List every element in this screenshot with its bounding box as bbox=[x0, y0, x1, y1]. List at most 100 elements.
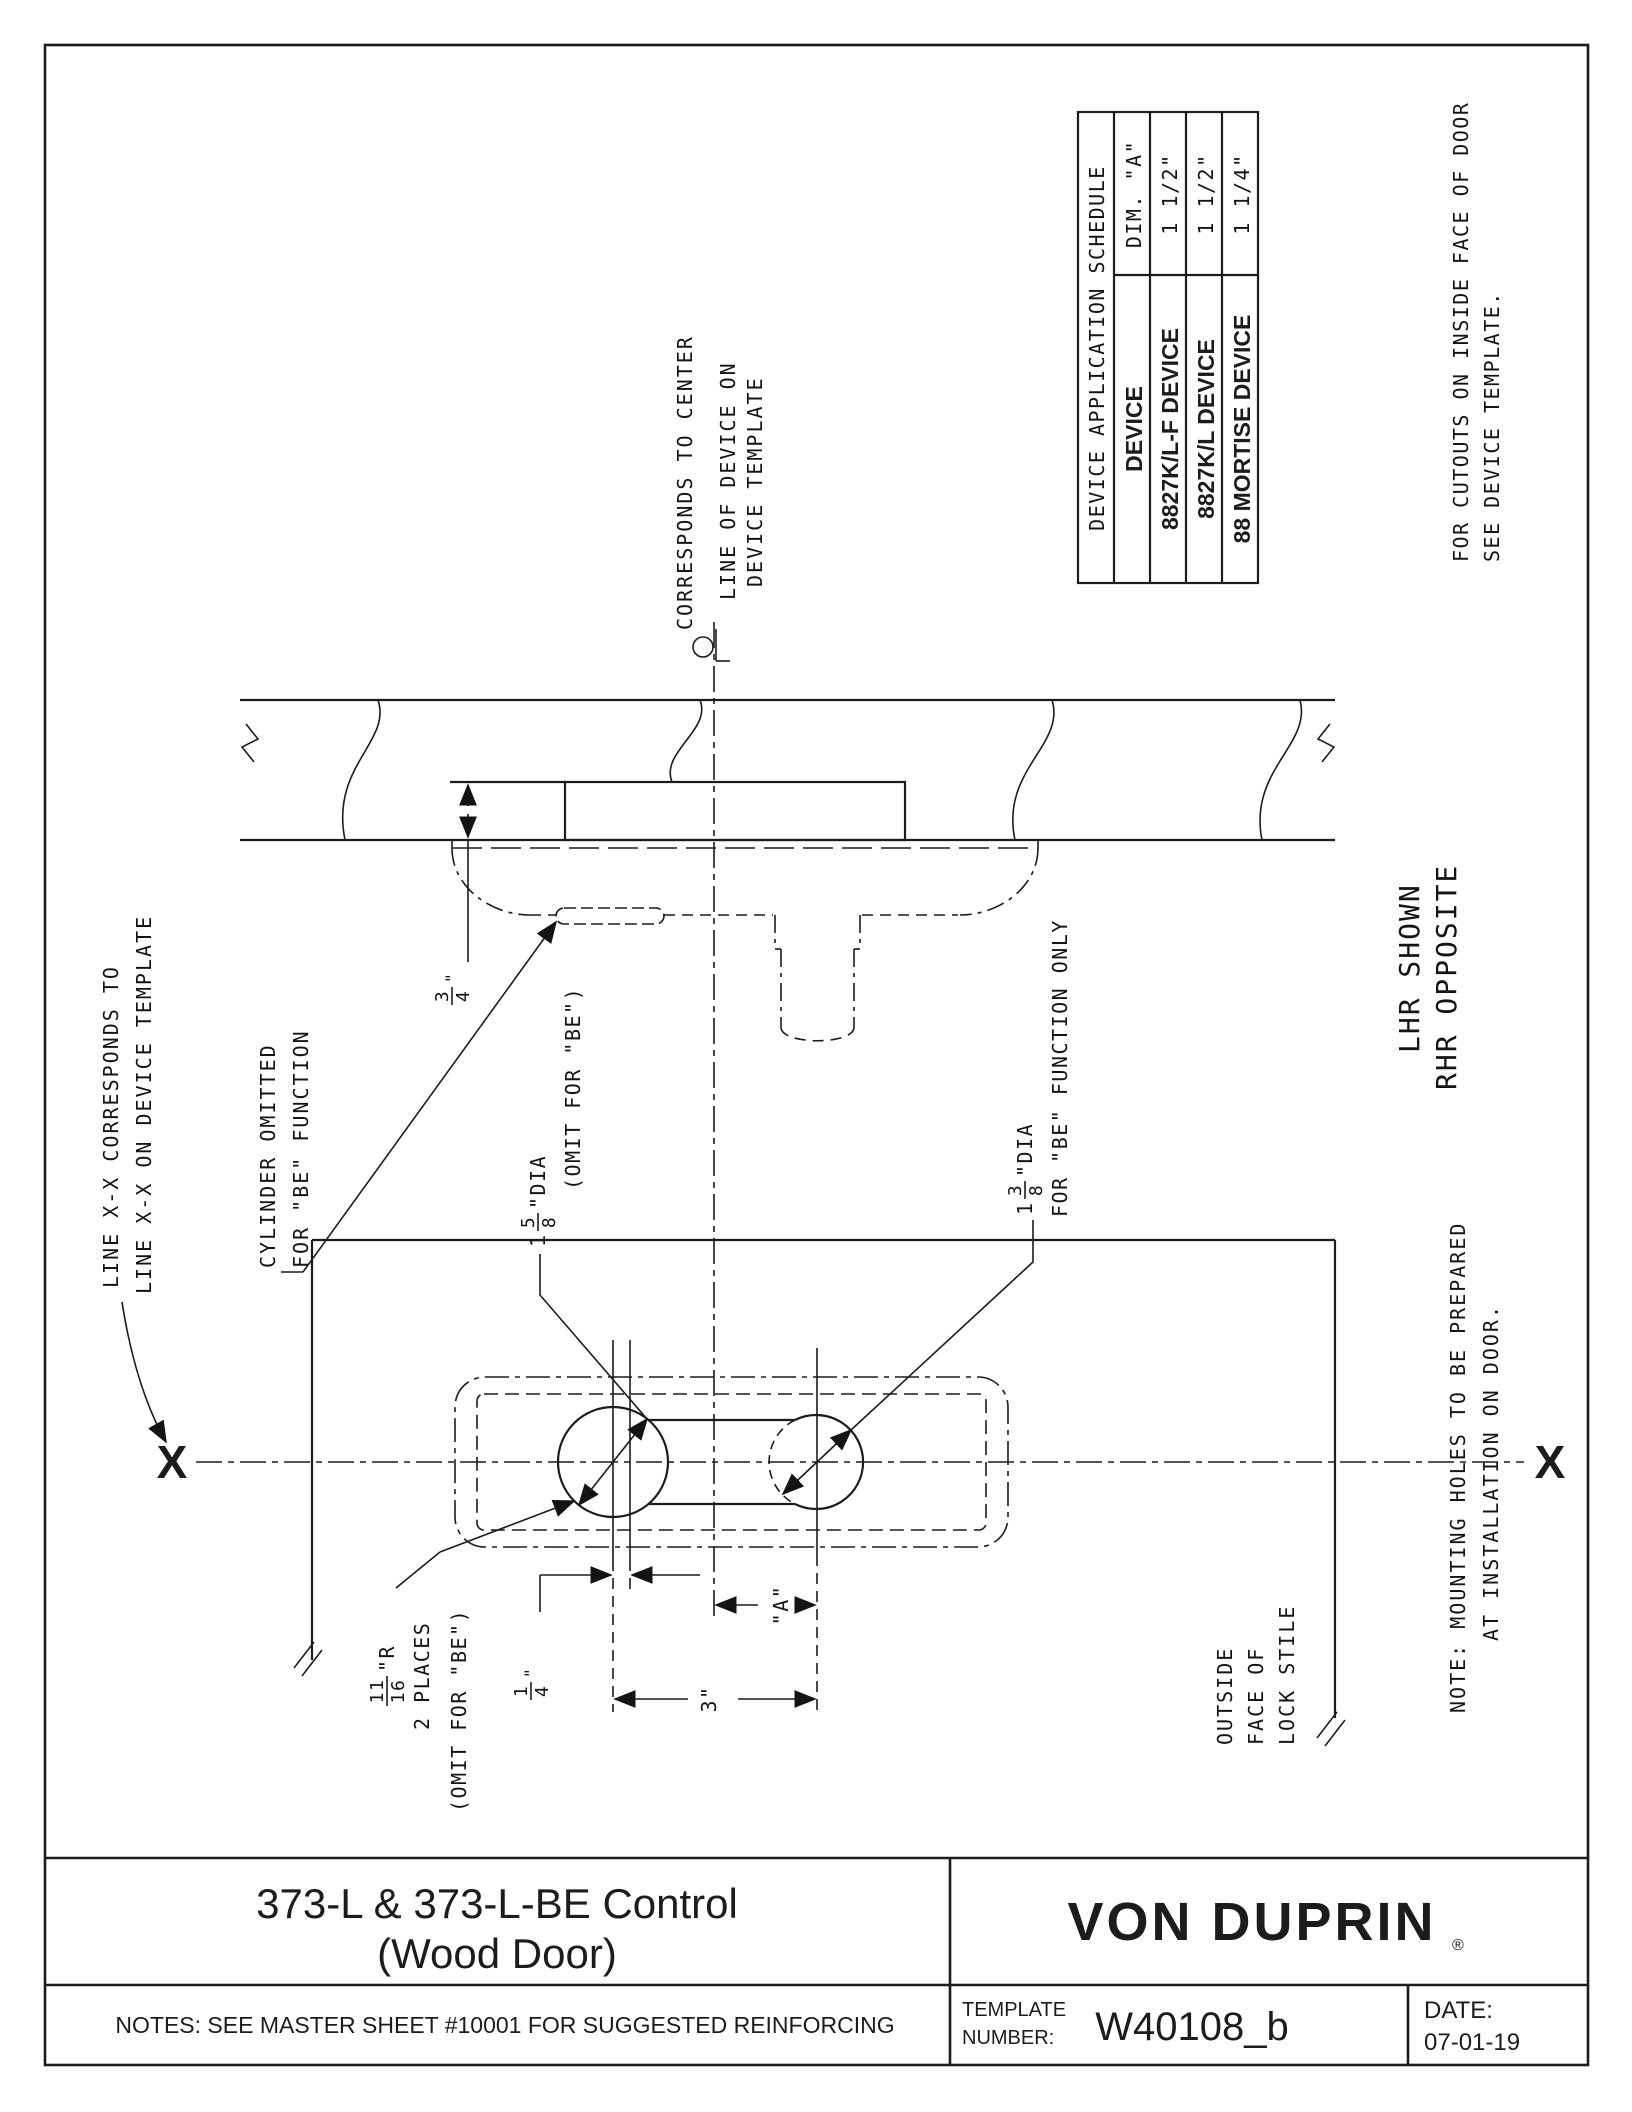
cylinder-note-leader bbox=[281, 920, 558, 1273]
note-text: CYLINDER OMITTED bbox=[256, 1043, 280, 1268]
svg-text:3: 3 bbox=[1005, 1184, 1026, 1196]
col-header-dim: DIM. "A" bbox=[1122, 140, 1146, 248]
svg-text:": " bbox=[521, 1667, 540, 1678]
table-row-device: 8827K/L-F DEVICE bbox=[1157, 328, 1183, 530]
svg-text:5: 5 bbox=[518, 1216, 539, 1228]
span-label: 3" bbox=[697, 1685, 721, 1712]
centerline-note-line2-3: LINE OF DEVICE ON DEVICE TEMPLATE bbox=[716, 361, 767, 600]
leader bbox=[850, 1220, 1034, 1431]
svg-text:"DIA: "DIA bbox=[1013, 1123, 1037, 1177]
registered-mark-icon: ® bbox=[1452, 1937, 1464, 1954]
svg-text:": " bbox=[442, 972, 461, 983]
note-text: FACE OF bbox=[1244, 1647, 1268, 1745]
table-row-dim: 1 1/2" bbox=[1194, 153, 1218, 234]
svg-text:4: 4 bbox=[453, 990, 474, 1002]
svg-text:1: 1 bbox=[526, 1233, 550, 1247]
break-curve bbox=[669, 699, 703, 783]
device-outline-outer bbox=[454, 1376, 1009, 1548]
svg-text:1: 1 bbox=[511, 1685, 532, 1697]
break-curve bbox=[1259, 699, 1303, 841]
centerline-note-line1: CORRESPONDS TO CENTER bbox=[673, 335, 697, 630]
depth-dimension: 3 4 " bbox=[432, 783, 477, 1005]
note-text: LHR SHOWN bbox=[1393, 883, 1426, 1053]
break-curve bbox=[1012, 699, 1055, 841]
leader bbox=[539, 1254, 648, 1420]
svg-text:"DIA: "DIA bbox=[526, 1155, 550, 1209]
device-centerline bbox=[692, 622, 730, 1618]
span-dimension: 3" bbox=[613, 1685, 817, 1713]
mounting-note: NOTE: MOUNTING HOLES TO BE PREPARED AT I… bbox=[1446, 1222, 1503, 1713]
svg-text:1: 1 bbox=[1013, 1201, 1037, 1215]
line-xx-leader bbox=[121, 1301, 167, 1444]
break-mark bbox=[293, 1641, 323, 1677]
note-text: NOTE: MOUNTING HOLES TO BE PREPARED bbox=[1446, 1222, 1470, 1713]
master-sheet-note: NOTES: SEE MASTER SHEET #10001 FOR SUGGE… bbox=[115, 2012, 894, 2038]
table-row-device: 8827K/L DEVICE bbox=[1193, 339, 1219, 519]
svg-text:"A": "A" bbox=[769, 1585, 793, 1626]
svg-text:(OMIT FOR "BE"): (OMIT FOR "BE") bbox=[447, 1609, 471, 1812]
table-outline bbox=[1076, 110, 1260, 585]
template-number: W40108_b bbox=[1095, 2005, 1288, 2049]
break-mark-left bbox=[240, 723, 260, 763]
depth-label: 3 4 " bbox=[432, 972, 474, 1005]
title-block: 373-L & 373-L-BE Control (Wood Door) VON… bbox=[45, 1856, 1588, 2065]
be-hole-hidden-arc bbox=[768, 1419, 796, 1505]
svg-text:11: 11 bbox=[367, 1679, 388, 1704]
svg-text:3": 3" bbox=[697, 1685, 721, 1712]
radius-label: 11 16 "R 2 PLACES (OMIT FOR "BE") bbox=[367, 1609, 471, 1812]
leader bbox=[439, 1499, 576, 1553]
note-text: FOR "BE" FUNCTION bbox=[289, 1029, 313, 1268]
note-text: FOR CUTOUTS ON INSIDE FACE OF DOOR bbox=[1449, 102, 1473, 562]
offset-label: 1 4 " bbox=[511, 1667, 553, 1700]
slot-edge-profile bbox=[555, 907, 665, 925]
note-text: CORRESPONDS TO CENTER bbox=[673, 335, 697, 630]
offset-dimension: 1 4 " bbox=[511, 1566, 700, 1700]
table-row-device: 88 MORTISE DEVICE bbox=[1229, 315, 1255, 544]
table-title: DEVICE APPLICATION SCHEDULE bbox=[1085, 165, 1109, 531]
svg-text:3: 3 bbox=[432, 990, 453, 1002]
sheet-title-line2: (Wood Door) bbox=[377, 1930, 617, 1977]
template-label-line2: NUMBER: bbox=[962, 2027, 1054, 2049]
cutouts-note: FOR CUTOUTS ON INSIDE FACE OF DOOR SEE D… bbox=[1449, 102, 1504, 562]
door-edge-section: 3 4 " bbox=[240, 698, 1336, 1042]
cylinder-note: CYLINDER OMITTED FOR "BE" FUNCTION bbox=[256, 1029, 313, 1268]
be-hole-callout: 1 3 8 "DIA FOR "BE" FUNCTION ONLY bbox=[781, 919, 1072, 1496]
table-row-dim: 1 1/2" bbox=[1158, 153, 1182, 234]
brand-logo: VON DUPRIN bbox=[1067, 1892, 1436, 1952]
device-outline-inner bbox=[476, 1393, 987, 1531]
svg-text:FOR "BE" FUNCTION ONLY: FOR "BE" FUNCTION ONLY bbox=[1048, 919, 1072, 1217]
main-hole-callout: 1 5 8 "DIA (OMIT FOR "BE") bbox=[518, 987, 649, 1507]
note-text: DEVICE TEMPLATE bbox=[743, 376, 767, 587]
cylinder-hidden-profile bbox=[774, 915, 861, 1042]
col-header-device: DEVICE bbox=[1121, 386, 1147, 472]
main-hole-label: 1 5 8 "DIA (OMIT FOR "BE") bbox=[518, 987, 585, 1247]
svg-text:(OMIT FOR "BE"): (OMIT FOR "BE") bbox=[561, 987, 585, 1190]
be-hole-label: 1 3 8 "DIA FOR "BE" FUNCTION ONLY bbox=[1005, 919, 1072, 1217]
sheet-title-line1: 373-L & 373-L-BE Control bbox=[256, 1880, 738, 1927]
break-mark-right bbox=[1316, 723, 1336, 763]
radius-callout: 11 16 "R 2 PLACES (OMIT FOR "BE") bbox=[367, 1499, 576, 1812]
lock-stile-note: OUTSIDE FACE OF LOCK STILE bbox=[1213, 1605, 1299, 1745]
svg-text:8: 8 bbox=[1026, 1184, 1047, 1196]
break-curve bbox=[342, 699, 381, 841]
x-marker-right: X bbox=[1535, 1436, 1566, 1488]
a-label: "A" bbox=[769, 1585, 793, 1626]
slot-end-cap bbox=[794, 1413, 865, 1511]
note-text: LINE X-X CORRESPONDS TO bbox=[99, 965, 123, 1288]
sheet-border bbox=[43, 43, 1590, 2067]
date-label: DATE: bbox=[1424, 1997, 1493, 2024]
table-row-dim: 1 1/4" bbox=[1230, 153, 1254, 234]
control-case bbox=[563, 780, 907, 842]
note-text: AT INSTALLATION ON DOOR. bbox=[1479, 1304, 1503, 1641]
svg-text:4: 4 bbox=[532, 1685, 553, 1697]
date-value: 07-01-19 bbox=[1424, 2029, 1520, 2056]
note-text: RHR OPPOSITE bbox=[1430, 864, 1463, 1090]
note-text: LOCK STILE bbox=[1275, 1605, 1299, 1745]
break-mark bbox=[1316, 1711, 1346, 1747]
svg-text:16: 16 bbox=[388, 1679, 409, 1704]
svg-text:"R: "R bbox=[375, 1645, 399, 1672]
door-face-view: X X bbox=[157, 1238, 1566, 1747]
centerline-symbol-icon bbox=[692, 636, 714, 658]
note-text: SEE DEVICE TEMPLATE. bbox=[1480, 291, 1504, 562]
